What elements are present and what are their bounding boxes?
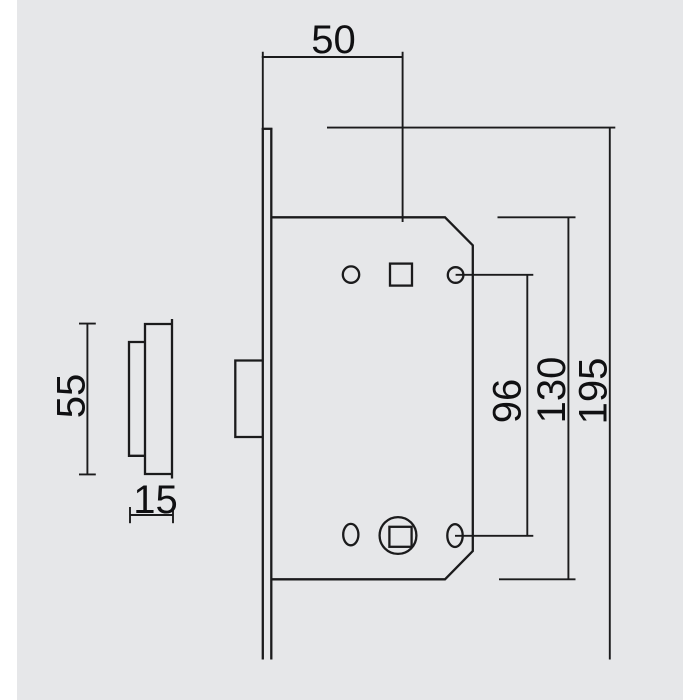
follower-circle (378, 515, 418, 556)
dim-55-label: 55 (50, 374, 94, 419)
side-case-outline (127, 340, 145, 457)
main-view-lock-body (234, 127, 474, 660)
dim-50-label: 50 (311, 18, 356, 62)
dim-195-label: 195 (572, 358, 616, 425)
side-faceplate-outline (143, 322, 172, 476)
dim-96-label: 96 (486, 379, 530, 424)
side-view-faceplate-section: 55 15 (50, 319, 178, 524)
hole-bottom-left (342, 522, 360, 547)
spindle-square-hole-bottom (388, 525, 413, 548)
latch-bolt (234, 359, 263, 439)
lock-case-outline (271, 216, 474, 581)
main-view-dimensions: 50 96 130 195 (261, 18, 616, 660)
dim-15-label: 15 (133, 478, 178, 522)
spindle-square-hole-top (388, 262, 414, 287)
dim-130-label: 130 (530, 357, 574, 424)
hole-top-left (341, 265, 361, 284)
drawing-canvas (17, 0, 683, 700)
